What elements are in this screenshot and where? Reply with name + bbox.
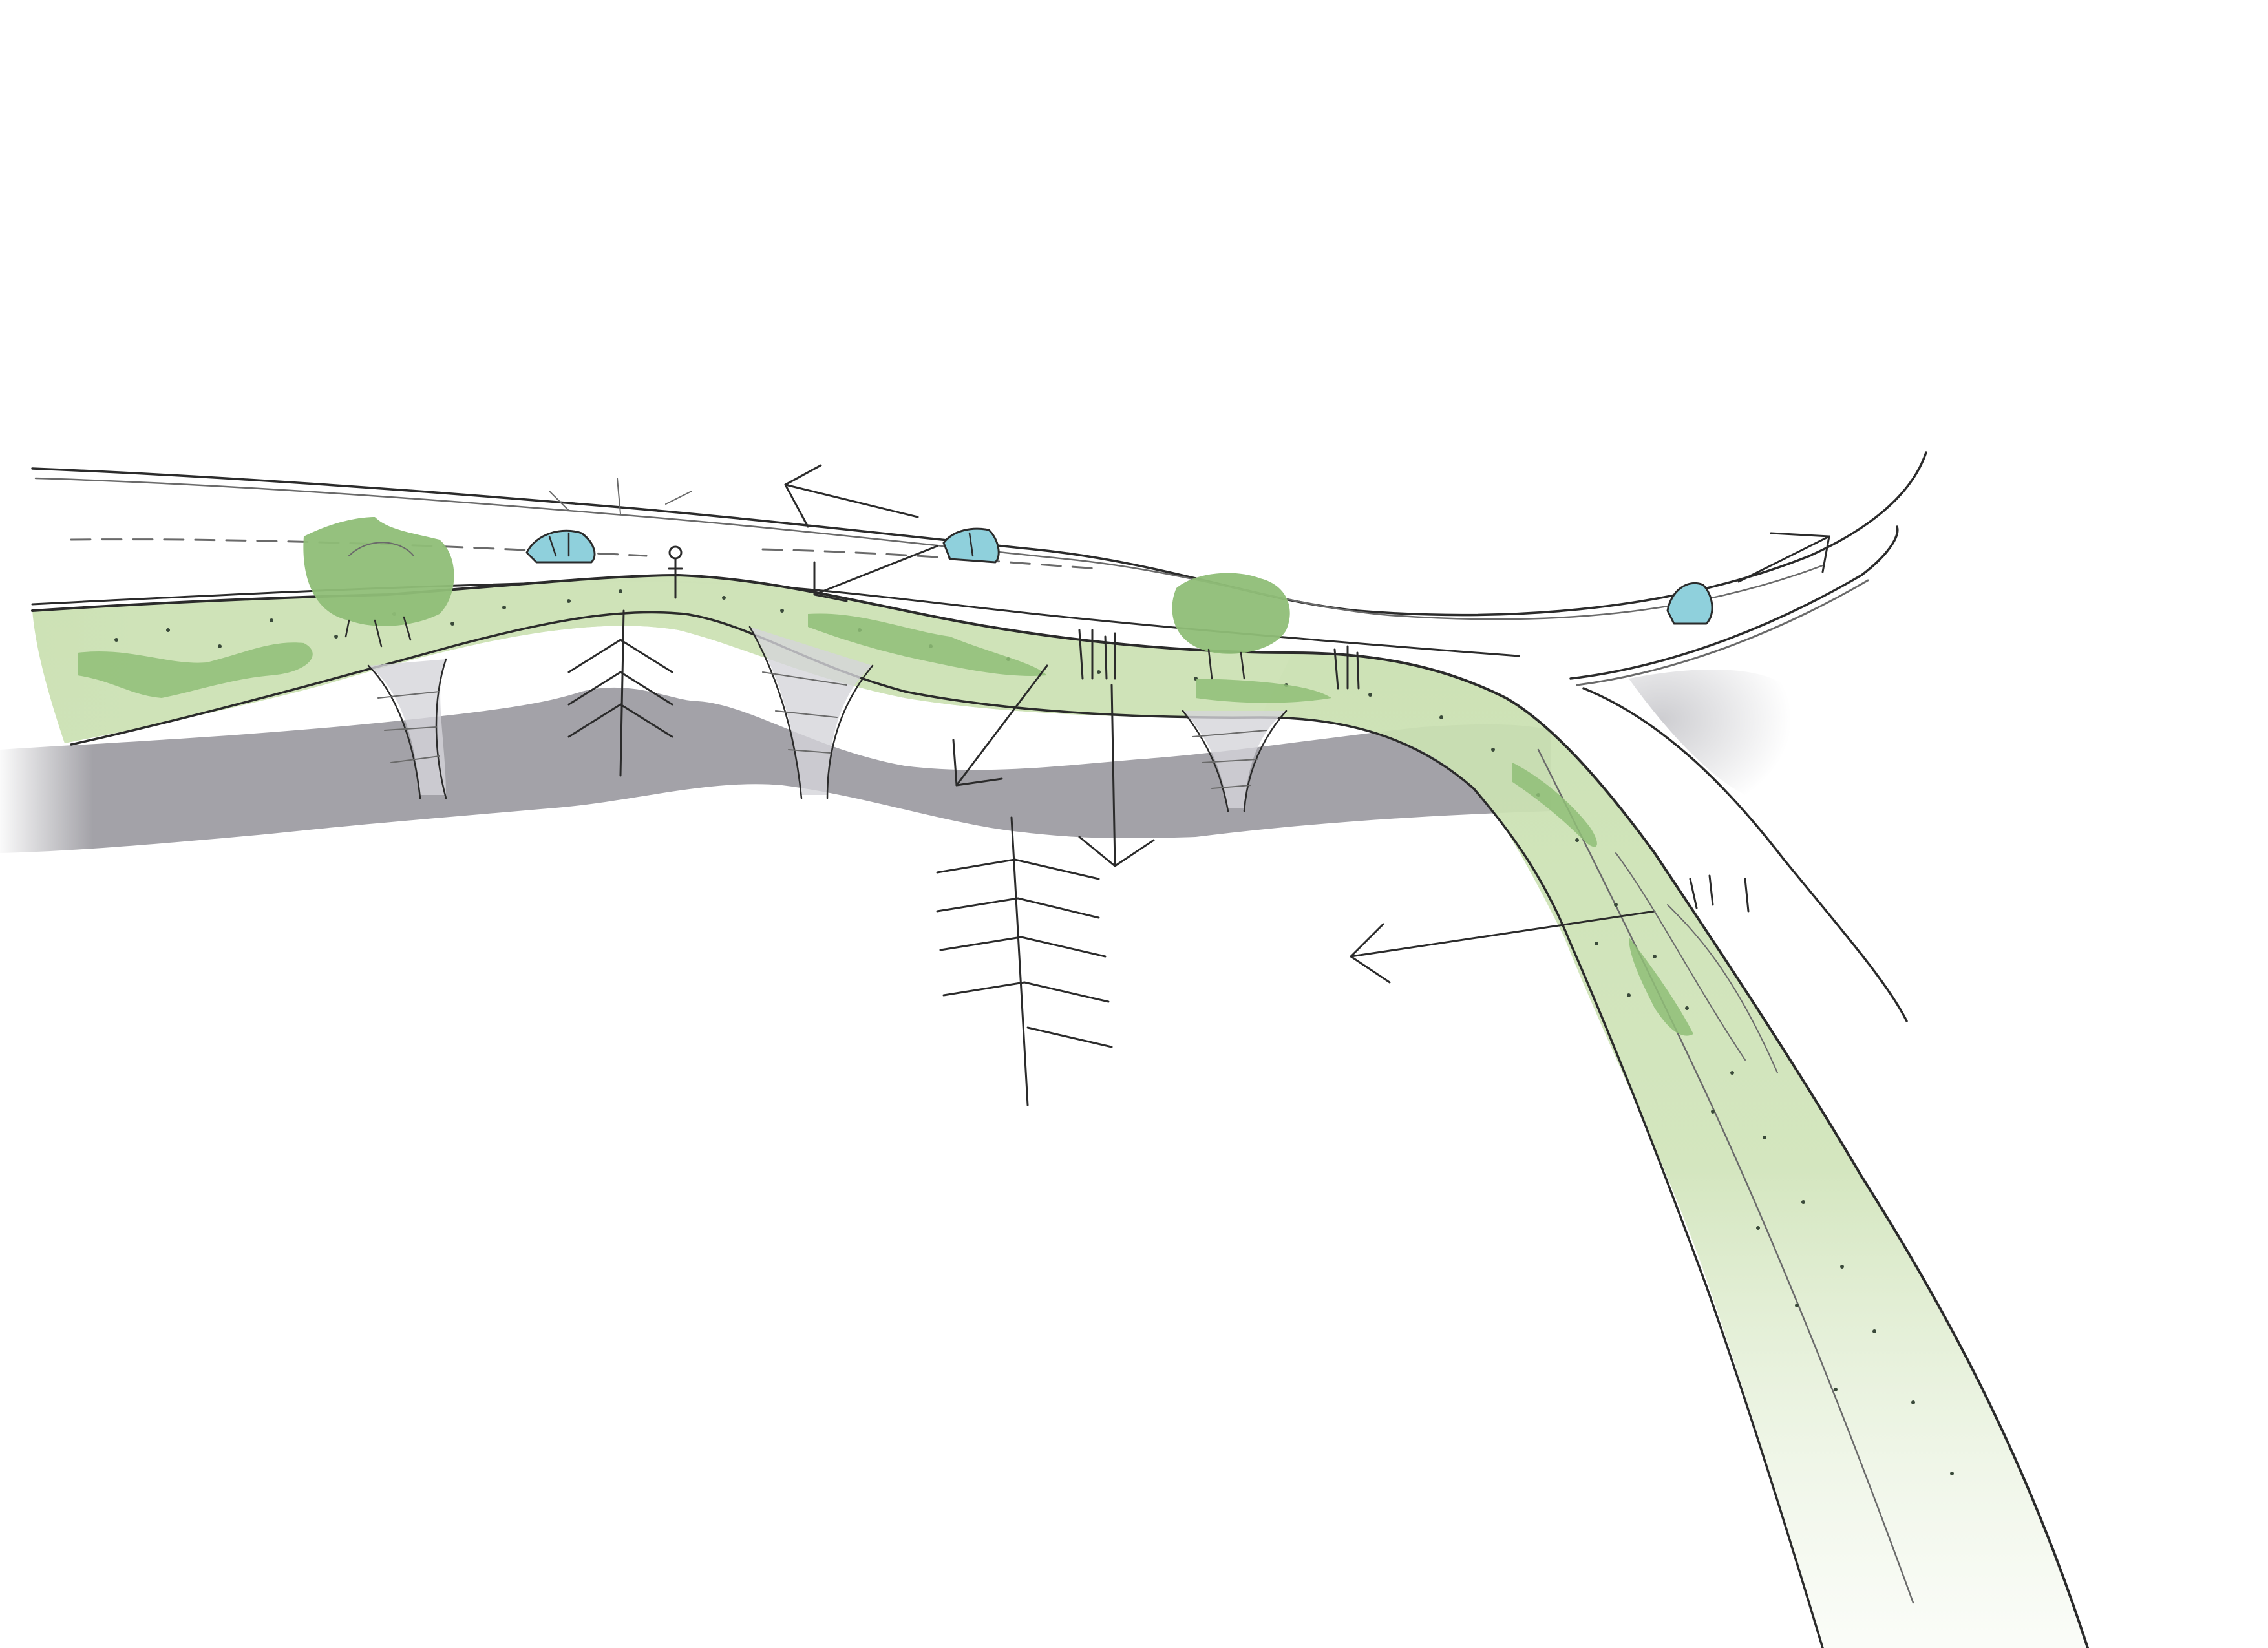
bridge-sketch [0, 0, 2268, 1648]
